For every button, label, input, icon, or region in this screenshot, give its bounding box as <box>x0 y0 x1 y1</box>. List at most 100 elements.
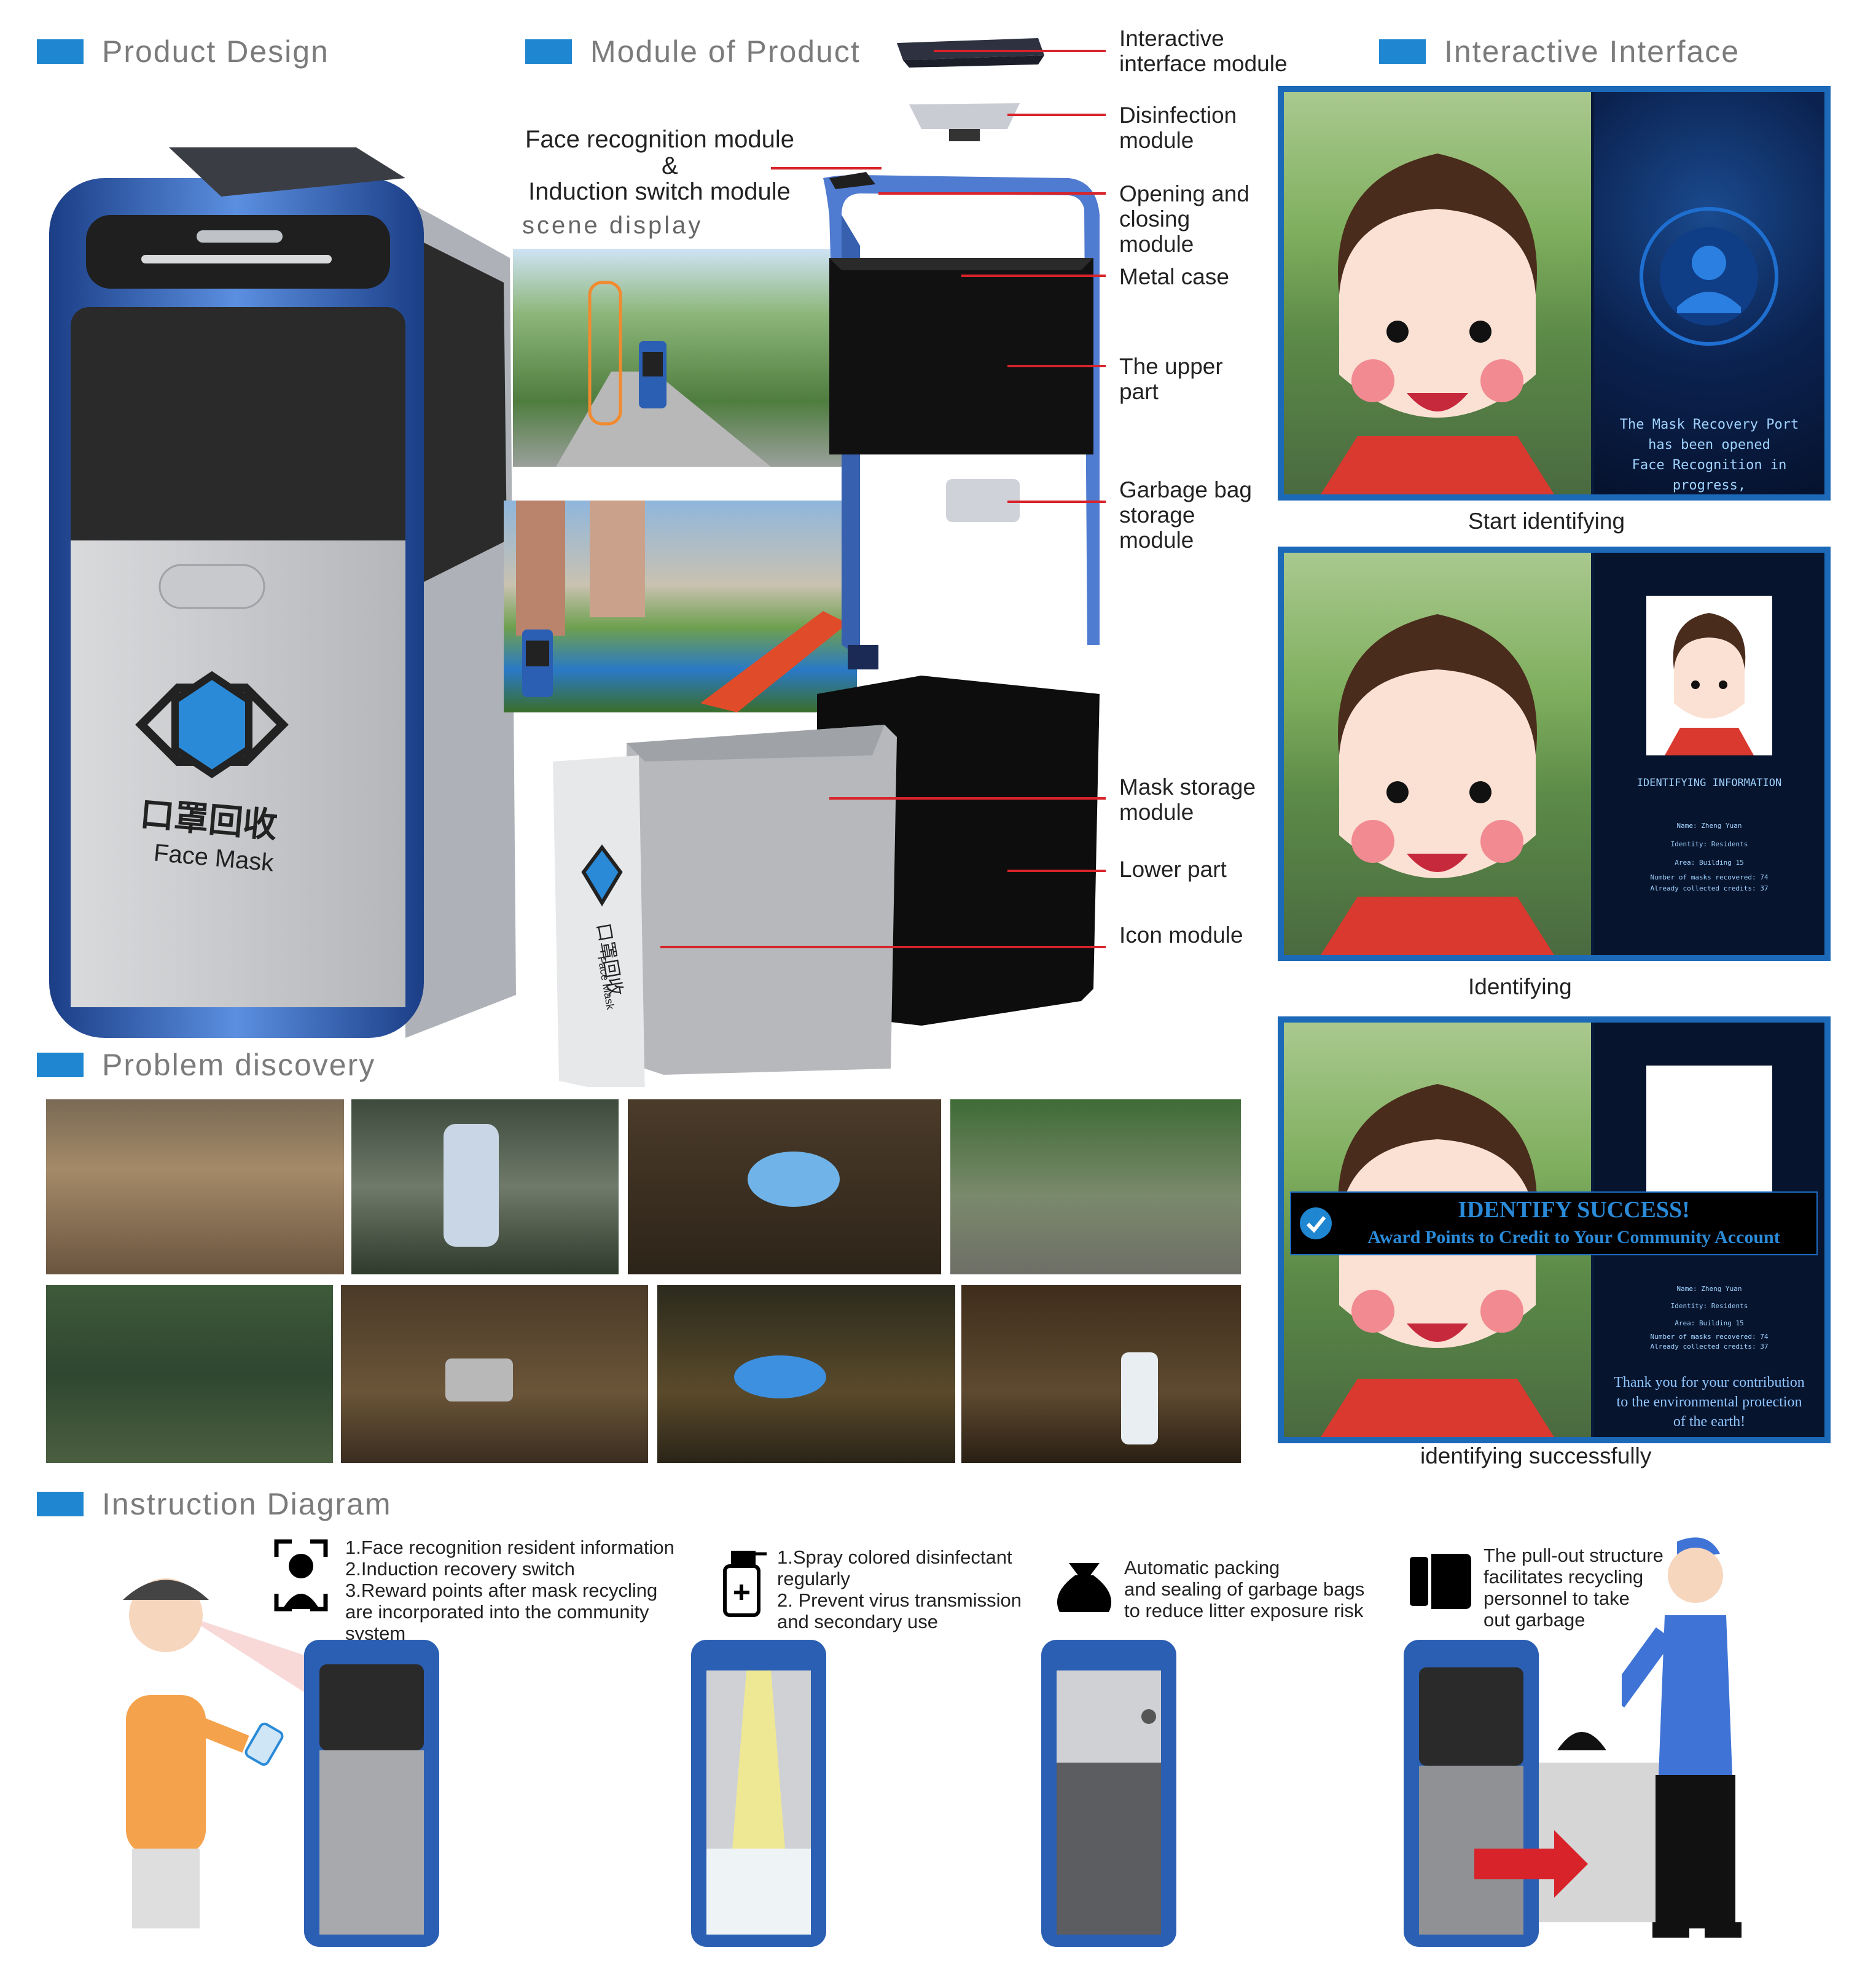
leader-mask-storage <box>829 797 1106 800</box>
step-line: Automatic packing <box>1124 1557 1280 1578</box>
leader-disinfection <box>1007 114 1106 116</box>
section-marker <box>1379 39 1426 64</box>
mask-shape <box>734 1355 826 1398</box>
section-problem-discovery: Problem discovery <box>37 1047 375 1083</box>
label-line: Icon module <box>1119 922 1243 948</box>
caption-identifying-successfully: identifying successfully <box>1420 1443 1652 1468</box>
info-line: Number of masks recovered: 74 <box>1650 1333 1769 1341</box>
label-line: module <box>1119 232 1194 257</box>
section-module-of-product: Module of Product <box>525 34 861 69</box>
status-line: Please wait a moment <box>1594 496 1824 501</box>
label-icon-module: Icon module <box>1119 922 1243 948</box>
section-marker <box>37 1492 84 1516</box>
step-line: The pull-out structure <box>1484 1545 1663 1566</box>
interface-panel-start: The Mask Recovery Port has been opened F… <box>1278 86 1831 501</box>
face-scan-icon <box>274 1539 328 1612</box>
problem-photo-mask-ground <box>657 1285 955 1463</box>
leader-face-module <box>771 167 882 170</box>
panel-face-photo <box>1284 92 1591 494</box>
leader-opening <box>878 192 1106 195</box>
info-line: Name: Zheng Yuan <box>1676 1285 1742 1293</box>
face-module-label-2: Induction switch module <box>528 178 791 205</box>
info-line: Identity: Residents <box>1670 840 1748 848</box>
leader-upper-part <box>1007 365 1106 367</box>
section-marker <box>525 39 572 64</box>
info-line: Number of masks recovered: 74 <box>1650 873 1769 881</box>
step-line: 2.Induction recovery switch <box>345 1558 575 1580</box>
scene-photo-playground <box>504 501 857 712</box>
panel-status-text: The Mask Recovery Port has been opened F… <box>1594 415 1824 501</box>
id-photo <box>1646 1066 1772 1207</box>
info-line: Name: Zheng Yuan <box>1676 822 1742 830</box>
identifying-info: Name: Zheng Yuan Identity: Residents Are… <box>1594 817 1824 894</box>
step-line: 2. Prevent virus transmission <box>777 1589 1022 1611</box>
scene-photo-garden <box>513 249 857 467</box>
face-scan-ring <box>1640 207 1778 346</box>
label-interactive-module: Interactive interface module <box>1119 26 1288 76</box>
info-line: Already collected credits: 37 <box>1650 884 1769 892</box>
step4-text: The pull-out structure facilitates recyc… <box>1484 1545 1663 1631</box>
success-banner: IDENTIFY SUCCESS! Award Points to Credit… <box>1290 1191 1818 1255</box>
id-photo <box>1646 596 1772 755</box>
problem-photo-mask-leaves <box>628 1099 941 1274</box>
scene-photo-garden-art <box>556 281 771 467</box>
section-marker <box>37 39 84 64</box>
step-line: and sealing of garbage bags <box>1124 1578 1365 1600</box>
section-title: Problem discovery <box>102 1048 376 1082</box>
monkey-mask-shape <box>1121 1352 1158 1444</box>
step3-text: Automatic packing and sealing of garbage… <box>1124 1557 1364 1621</box>
module-exploded-view <box>553 38 1100 1087</box>
label-opening-module: Opening and closing module <box>1119 181 1249 257</box>
success-title: IDENTIFY SUCCESS! <box>1458 1197 1690 1223</box>
status-line: has been opened <box>1648 437 1770 453</box>
label-line: Disinfection <box>1119 103 1237 128</box>
step-line: personnel to take <box>1484 1588 1630 1609</box>
step-line: to reduce litter exposure risk <box>1124 1600 1364 1621</box>
step2-text: 1.Spray colored disinfectant regularly 2… <box>777 1546 1022 1632</box>
info-line: Identity: Residents <box>1670 1302 1748 1310</box>
status-line: The Mask Recovery Port <box>1619 417 1799 432</box>
problem-photo-mask-water <box>351 1099 619 1274</box>
panel-phone-screen: IDENTIFYING INFORMATION Name: Zheng Yuan… <box>1594 553 1824 955</box>
step-line: and secondary use <box>777 1611 938 1632</box>
thanks-line: of the earth! <box>1673 1414 1746 1430</box>
label-lower-part: Lower part <box>1119 857 1227 882</box>
caption-identifying: Identifying <box>1468 974 1572 999</box>
spray-bottle-icon <box>723 1551 767 1617</box>
label-line: Interactive <box>1119 26 1224 51</box>
section-interactive-interface: Interactive Interface <box>1379 34 1740 69</box>
step1-text: 1.Face recognition resident information … <box>345 1537 674 1644</box>
section-title: Module of Product <box>590 34 861 69</box>
section-title: Product Design <box>102 34 329 69</box>
success-subtitle: Award Points to Credit to Your Community… <box>1367 1227 1780 1247</box>
label-line: The upper <box>1119 354 1223 379</box>
identifying-heading: IDENTIFYING INFORMATION <box>1636 777 1782 789</box>
success-info: Name: Zheng Yuan Identity: Residents Are… <box>1594 1281 1824 1352</box>
instruction-bin-3 <box>1041 1640 1176 1947</box>
step-line: 1.Spray colored disinfectant <box>777 1546 1012 1568</box>
section-instruction-diagram: Instruction Diagram <box>37 1486 392 1522</box>
label-line: Mask storage <box>1119 774 1256 800</box>
leader-lower-part <box>1007 870 1106 872</box>
info-line: Area: Building 15 <box>1675 1319 1744 1327</box>
instruction-bin-1 <box>304 1640 439 1947</box>
panel-face-photo <box>1284 553 1591 955</box>
label-line: Metal case <box>1119 264 1229 289</box>
label-line: interface module <box>1119 51 1288 76</box>
thanks-line: to the environmental protection <box>1616 1394 1802 1410</box>
label-mask-storage-module: Mask storage module <box>1119 774 1256 825</box>
interface-panel-identifying: IDENTIFYING INFORMATION Name: Zheng Yuan… <box>1278 547 1831 961</box>
label-line: Opening and <box>1119 181 1249 206</box>
label-metal-case: Metal case <box>1119 264 1229 289</box>
instruction-bin-4-pullout <box>1404 1640 1662 1947</box>
mask-shape <box>444 1124 499 1247</box>
label-line: module <box>1119 128 1194 153</box>
status-line: Face Recognition in progress, <box>1632 458 1787 493</box>
step-line: 3.Reward points after mask recycling <box>345 1580 658 1601</box>
step-line: regularly <box>777 1568 850 1589</box>
face-module-label-amp: & <box>662 152 678 179</box>
section-title: Interactive Interface <box>1444 34 1740 69</box>
step-line: out garbage <box>1484 1609 1585 1631</box>
garbage-bag-icon <box>1057 1563 1112 1612</box>
label-upper-part: The upper part <box>1119 354 1223 404</box>
